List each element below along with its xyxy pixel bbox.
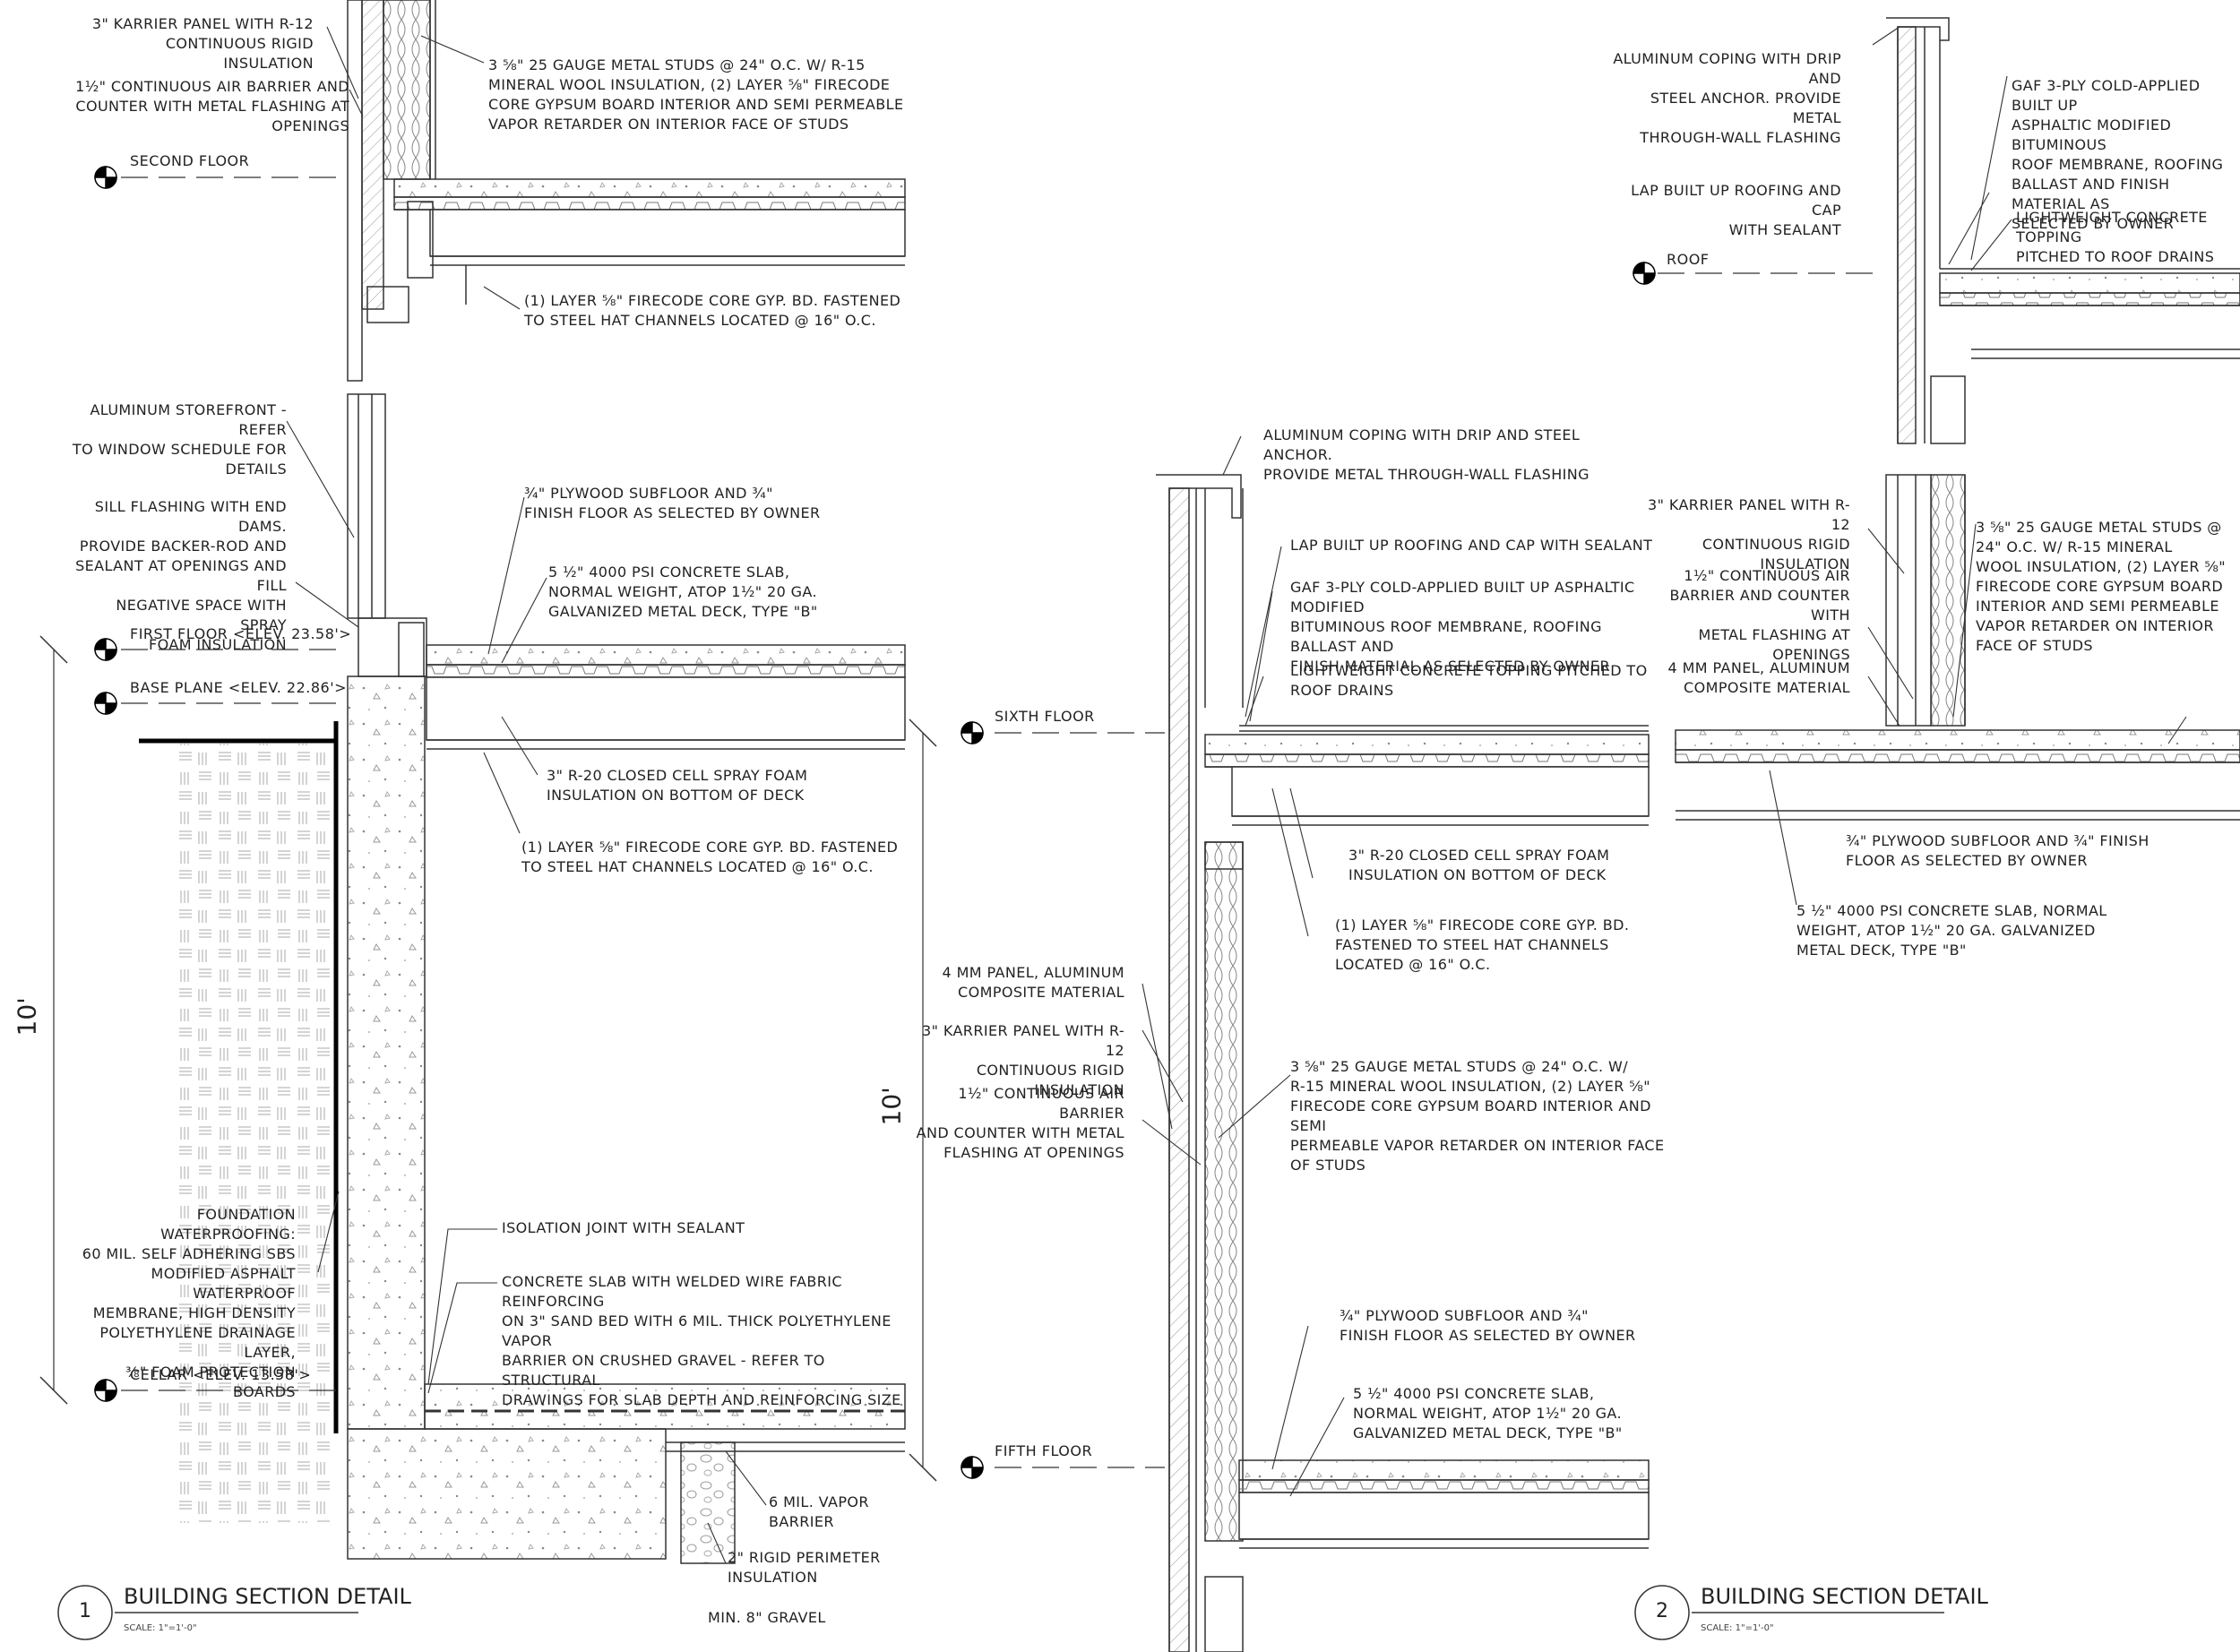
level-first-floor: FIRST FLOOR <ELEV. 23.58'> (130, 625, 352, 642)
note-panel-right: 4 MM PANEL, ALUMINUM COMPOSITE MATERIAL (1667, 659, 1850, 696)
note-isolation-joint: ISOLATION JOINT WITH SEALANT (502, 1219, 745, 1236)
note-vapor-barrier: 6 MIL. VAPOR BARRIER (769, 1493, 869, 1530)
note-gyp-board-upper: (1) LAYER ⅝" FIRECODE CORE GYP. BD. FAST… (524, 292, 901, 329)
note-coping-mid: ALUMINUM COPING WITH DRIP AND STEEL ANCH… (1263, 426, 1590, 483)
level-fifth-floor: FIFTH FLOOR (995, 1442, 1093, 1459)
note-lap-roofing-right: LAP BUILT UP ROOFING AND CAP WITH SEALAN… (1631, 182, 1841, 238)
detail-title-2: BUILDING SECTION DETAIL (1701, 1584, 1988, 1609)
level-roof: ROOF (1667, 251, 1710, 268)
note-concrete-slab: 5 ½" 4000 PSI CONCRETE SLAB, NORMAL WEIG… (548, 564, 818, 620)
detail-number-1: 1 (79, 1600, 91, 1622)
detail-scale-1: SCALE: 1"=1'-0" (124, 1623, 197, 1633)
detail-scale-2: SCALE: 1"=1'-0" (1701, 1623, 1774, 1633)
note-karrier-mid: 3" KARRIER PANEL WITH R-12 CONTINUOUS RI… (922, 1022, 1124, 1098)
note-gyp-board-mid: (1) LAYER ⅝" FIRECODE CORE GYP. BD. FAST… (521, 839, 899, 875)
note-coping-right: ALUMINUM COPING WITH DRIP AND STEEL ANCH… (1613, 50, 1841, 146)
note-gaf-membrane-right: GAF 3-PLY COLD-APPLIED BUILT UP ASPHALTI… (2012, 77, 2224, 232)
note-air-barrier: 1½" CONTINUOUS AIR BARRIER AND COUNTER W… (75, 78, 349, 134)
note-plywood-mid: ¾" PLYWOOD SUBFLOOR AND ¾" FINISH FLOOR … (1340, 1307, 1636, 1344)
note-plywood-right: ¾" PLYWOOD SUBFLOOR AND ¾" FINISH FLOOR … (1846, 832, 2150, 869)
note-lap-roofing-mid: LAP BUILT UP ROOFING AND CAP WITH SEALAN… (1290, 537, 1653, 554)
note-panel-mid: 4 MM PANEL, ALUMINUM COMPOSITE MATERIAL (942, 964, 1124, 1001)
note-lightweight-concrete-mid: LIGHTWEIGHT CONCRETE TOPPING PITCHED TO … (1290, 662, 1648, 699)
note-air-barrier-right: 1½" CONTINUOUS AIR BARRIER AND COUNTER W… (1669, 567, 1850, 663)
note-karrier-panel: 3" KARRIER PANEL WITH R-12 CONTINUOUS RI… (91, 15, 314, 72)
level-base-plane: BASE PLANE <ELEV. 22.86'> (130, 679, 348, 696)
level-second-floor: SECOND FLOOR (130, 152, 250, 169)
note-storefront: ALUMINUM STOREFRONT - REFER TO WINDOW SC… (72, 401, 287, 478)
level-sixth-floor: SIXTH FLOOR (995, 708, 1095, 725)
note-spray-foam: 3" R-20 CLOSED CELL SPRAY FOAM INSULATIO… (547, 767, 808, 804)
note-plywood: ¾" PLYWOOD SUBFLOOR AND ¾" FINISH FLOOR … (524, 485, 821, 521)
note-lightweight-concrete-right: LIGHTWEIGHT CONCRETE TOPPING PITCHED TO … (2016, 209, 2215, 265)
note-concrete-slab-mid: 5 ½" 4000 PSI CONCRETE SLAB, NORMAL WEIG… (1353, 1385, 1623, 1441)
note-rigid-insulation: 2" RIGID PERIMETER INSULATION (728, 1549, 881, 1586)
note-air-barrier-mid: 1½" CONTINUOUS AIR BARRIER AND COUNTER W… (916, 1085, 1124, 1161)
note-cellar-slab: CONCRETE SLAB WITH WELDED WIRE FABRIC RE… (502, 1273, 901, 1408)
note-karrier-right: 3" KARRIER PANEL WITH R-12 CONTINUOUS RI… (1648, 496, 1850, 572)
note-gravel: MIN. 8" GRAVEL (708, 1609, 826, 1626)
note-metal-studs-right: 3 ⅝" 25 GAUGE METAL STUDS @ 24" O.C. W/ … (1976, 519, 2227, 654)
note-sill-flashing: SILL FLASHING WITH END DAMS. PROVIDE BAC… (75, 498, 287, 653)
detail-title-1: BUILDING SECTION DETAIL (124, 1584, 411, 1609)
detail-number-2: 2 (1656, 1600, 1668, 1622)
note-gaf-membrane-mid: GAF 3-PLY COLD-APPLIED BUILT UP ASPHALTI… (1290, 579, 1635, 675)
level-cellar: CELLAR <ELEV. 13.58'> (130, 1366, 312, 1383)
note-spray-foam-mid: 3" R-20 CLOSED CELL SPRAY FOAM INSULATIO… (1348, 847, 1610, 883)
dimension-height-1: 10' (12, 997, 42, 1037)
note-gyp-board-mid-2: (1) LAYER ⅝" FIRECODE CORE GYP. BD. FAST… (1335, 916, 1630, 973)
note-foundation-waterproofing: FOUNDATION WATERPROOFING: 60 MIL. SELF A… (82, 1206, 296, 1400)
dimension-height-2: 10' (876, 1087, 907, 1126)
note-concrete-slab-right: 5 ½" 4000 PSI CONCRETE SLAB, NORMAL WEIG… (1796, 902, 2107, 959)
note-metal-studs: 3 ⅝" 25 GAUGE METAL STUDS @ 24" O.C. W/ … (488, 56, 904, 133)
note-metal-studs-mid: 3 ⅝" 25 GAUGE METAL STUDS @ 24" O.C. W/ … (1290, 1058, 1665, 1174)
